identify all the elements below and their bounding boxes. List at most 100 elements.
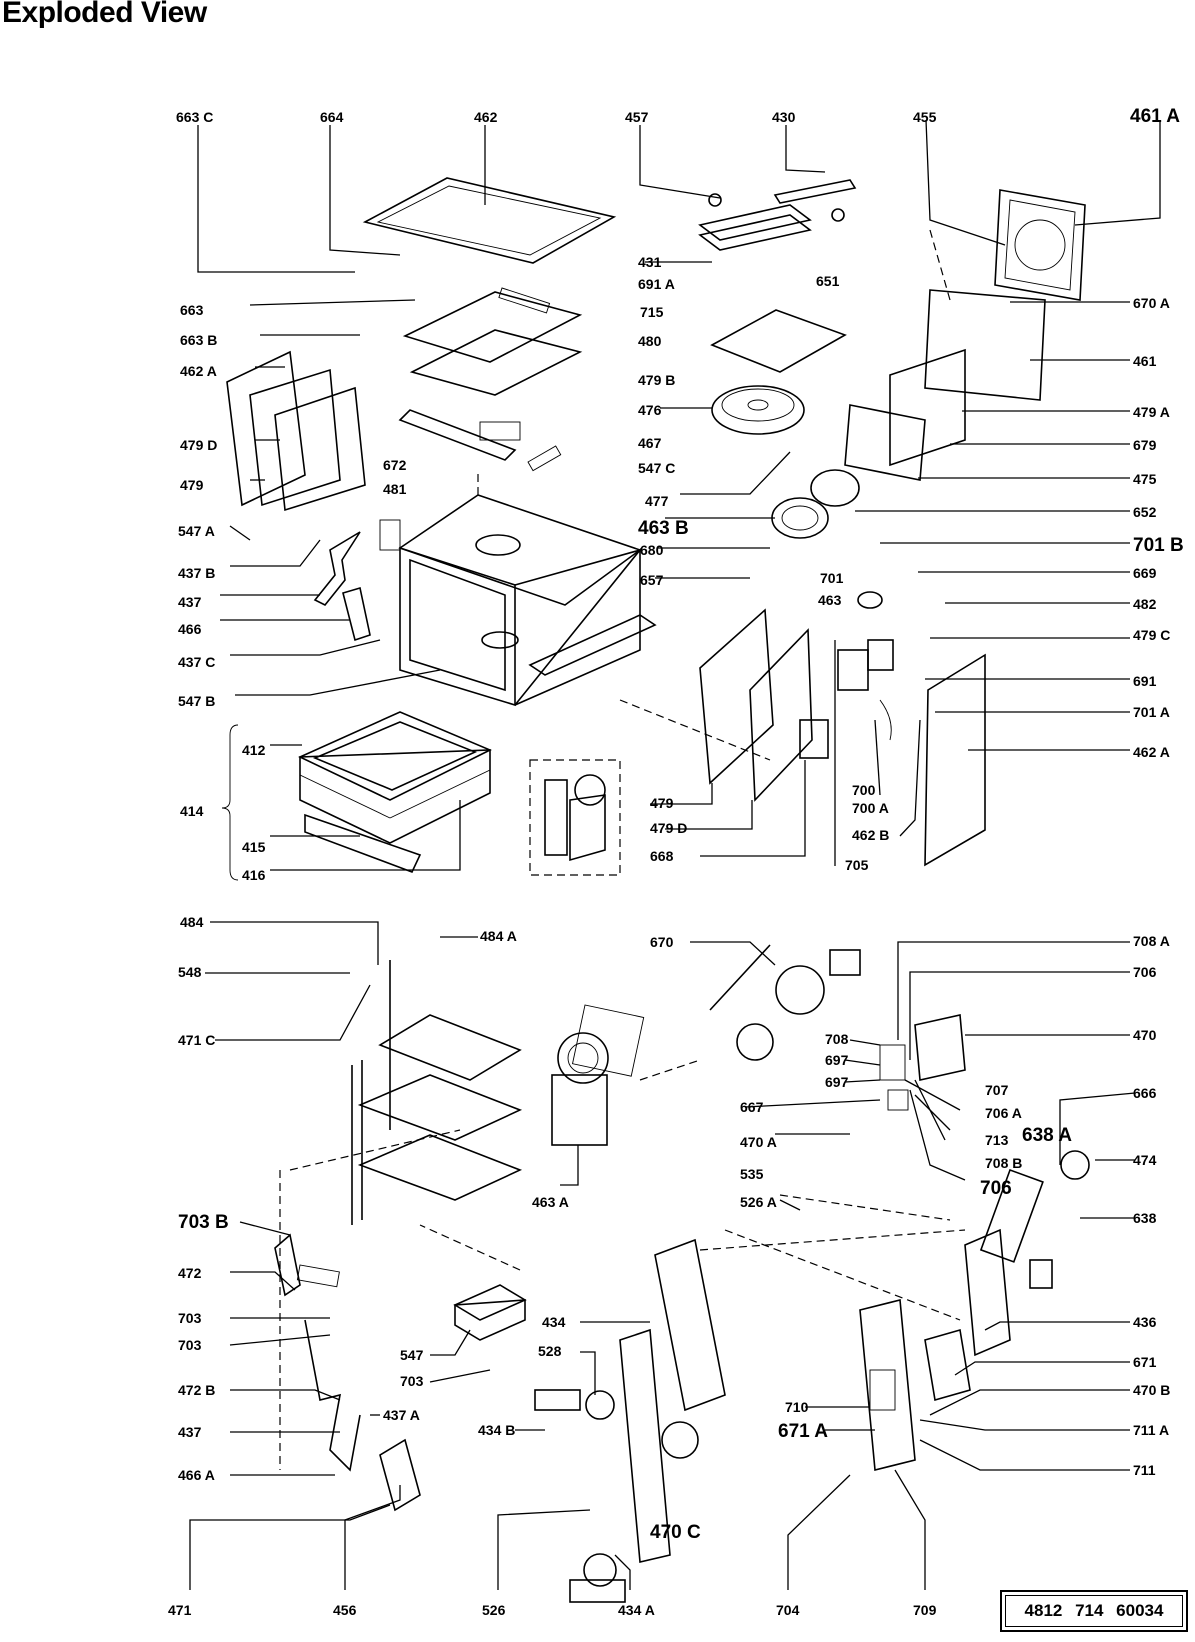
- part-tray-547: [419, 1224, 527, 1341]
- callout-657: 657: [640, 572, 664, 588]
- part-door-462A: [226, 350, 366, 512]
- callout-471: 471: [168, 1602, 192, 1618]
- part-door-frame-412: [298, 711, 492, 874]
- callout-703a: 703: [178, 1310, 202, 1326]
- document-number: 4812 714 60034: [1005, 1595, 1183, 1627]
- callout-706b: 706: [980, 1178, 1012, 1199]
- callout-470B: 470 B: [1133, 1382, 1170, 1398]
- callout-474: 474: [1133, 1152, 1157, 1168]
- callout-691A: 691 A: [638, 276, 675, 292]
- part-door-hinge-472: [274, 1233, 421, 1512]
- callout-482: 482: [1133, 596, 1157, 612]
- callout-710: 710: [785, 1399, 809, 1415]
- callout-679: 679: [1133, 437, 1157, 453]
- callout-711: 711: [1133, 1462, 1156, 1478]
- callout-703B: 703 B: [178, 1212, 229, 1233]
- part-control-panel-470C: [534, 1238, 726, 1603]
- callout-480: 480: [638, 333, 662, 349]
- callout-668: 668: [650, 848, 674, 864]
- callout-431: 431: [638, 254, 662, 270]
- part-467-bracket: [398, 409, 562, 472]
- callout-704: 704: [776, 1602, 800, 1618]
- callout-472B: 472 B: [178, 1382, 215, 1398]
- part-side-panel-479: [619, 608, 813, 802]
- callout-700A: 700 A: [852, 800, 889, 816]
- callout-526A: 526 A: [740, 1194, 777, 1210]
- part-431-plate: [710, 309, 847, 373]
- callout-547A: 547 A: [178, 523, 215, 539]
- callout-708A: 708 A: [1133, 933, 1170, 949]
- callout-638: 638: [1133, 1210, 1157, 1226]
- part-magnetron-701: [837, 591, 894, 741]
- callout-434A: 434 A: [618, 1602, 655, 1618]
- callout-479-lower: 479: [650, 795, 674, 811]
- callout-462A-right: 462 A: [1133, 744, 1170, 760]
- callout-548: 548: [178, 964, 202, 980]
- callout-466A: 466 A: [178, 1467, 215, 1483]
- callout-547B: 547 B: [178, 693, 215, 709]
- callout-467: 467: [638, 435, 662, 451]
- callout-484: 484: [180, 914, 204, 930]
- callout-436: 436: [1133, 1314, 1157, 1330]
- callout-475: 475: [1133, 471, 1157, 487]
- callout-462: 462: [474, 109, 498, 125]
- callout-666: 666: [1133, 1085, 1157, 1101]
- callout-412: 412: [242, 742, 266, 758]
- part-oven-cavity: [398, 470, 657, 707]
- callout-466: 466: [178, 621, 202, 637]
- callout-701A: 701 A: [1133, 704, 1170, 720]
- callout-481: 481: [383, 481, 407, 497]
- callout-471C: 471 C: [178, 1032, 215, 1048]
- callout-697a: 697: [825, 1052, 849, 1068]
- callout-476: 476: [638, 402, 662, 418]
- callout-670A: 670 A: [1133, 295, 1170, 311]
- part-463B-ring: [771, 469, 860, 539]
- callout-547: 547: [400, 1347, 424, 1363]
- callout-415: 415: [242, 839, 266, 855]
- callout-430: 430: [772, 109, 796, 125]
- callout-434B: 434 B: [478, 1422, 515, 1438]
- callout-463B: 463 B: [638, 518, 689, 539]
- callout-470A: 470 A: [740, 1134, 777, 1150]
- callout-463: 463: [818, 592, 842, 608]
- callout-669: 669: [1133, 565, 1157, 581]
- part-motor-bracket: [529, 759, 621, 876]
- callout-479D: 479 D: [180, 437, 217, 453]
- part-board-709: [859, 1298, 916, 1472]
- callout-470C: 470 C: [650, 1522, 701, 1543]
- callout-526: 526: [482, 1602, 506, 1618]
- callout-671: 671: [1133, 1354, 1157, 1370]
- callout-715: 715: [640, 304, 664, 320]
- callout-711A: 711 A: [1133, 1422, 1169, 1438]
- callout-638A: 638 A: [1022, 1125, 1072, 1146]
- part-480-cover-plate: [402, 287, 583, 396]
- callout-477: 477: [645, 493, 669, 509]
- callout-663B: 663 B: [180, 332, 217, 348]
- part-relay-board-470: [879, 1014, 1090, 1180]
- callout-416: 416: [242, 867, 266, 883]
- callout-437C: 437 C: [178, 654, 215, 670]
- part-461A-housing: [844, 189, 1086, 481]
- callout-528: 528: [538, 1343, 562, 1359]
- callout-664: 664: [320, 109, 344, 125]
- part-476-fan: [711, 385, 805, 435]
- callout-667: 667: [740, 1099, 764, 1115]
- callout-479D-lower: 479 D: [650, 820, 687, 836]
- part-462-top-panel: [362, 177, 617, 264]
- callout-652: 652: [1133, 504, 1157, 520]
- callout-479B: 479 B: [638, 372, 675, 388]
- page-title: Exploded View: [2, 0, 207, 29]
- callout-697b: 697: [825, 1074, 849, 1090]
- callout-437B: 437 B: [178, 565, 215, 581]
- callout-706: 706: [1133, 964, 1157, 980]
- callout-437A: 437 A: [383, 1407, 420, 1423]
- callout-691: 691: [1133, 673, 1157, 689]
- callout-709: 709: [913, 1602, 937, 1618]
- callout-651: 651: [816, 273, 840, 289]
- callout-680: 680: [640, 542, 664, 558]
- callout-703c: 703: [400, 1373, 424, 1389]
- callout-705: 705: [845, 857, 869, 873]
- callout-707: 707: [985, 1082, 1009, 1098]
- callout-434: 434: [542, 1314, 566, 1330]
